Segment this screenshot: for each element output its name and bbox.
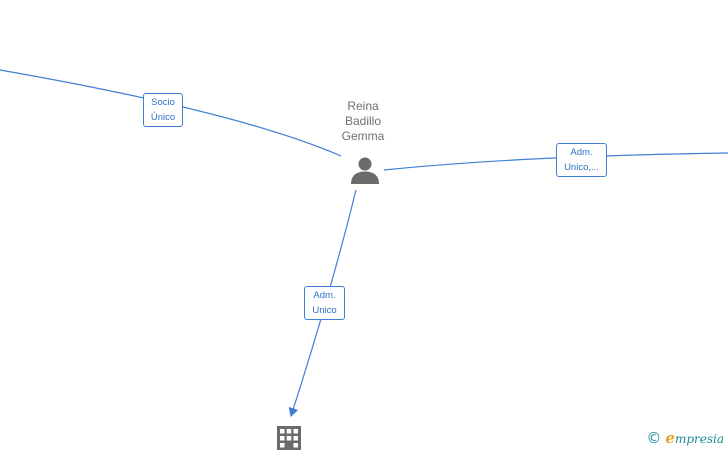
brand-logo-text: mpresia bbox=[674, 431, 724, 446]
person-icon[interactable] bbox=[350, 155, 380, 185]
edge-label-socio-unico[interactable]: Socio Único bbox=[143, 93, 183, 127]
edge-label-line: Adm. bbox=[313, 290, 336, 301]
person-name-line: Badillo bbox=[344, 114, 382, 128]
brand-watermark: © empresia bbox=[646, 429, 724, 448]
edge-label-line: Unico bbox=[312, 305, 337, 316]
building-icon[interactable] bbox=[277, 426, 301, 450]
edge-label-adm-unico-down[interactable]: Adm. Unico bbox=[304, 286, 345, 320]
edge-label-line: Único bbox=[150, 112, 176, 123]
edge-line-socio-unico bbox=[0, 69, 342, 157]
person-name[interactable]: Reina Badillo Gemma bbox=[322, 99, 404, 144]
brand-logo: empresia bbox=[665, 429, 724, 448]
copyright-icon: © bbox=[646, 429, 662, 447]
edge-line-adm-unico-right bbox=[383, 152, 728, 171]
edge-label-adm-unico-right[interactable]: Adm. Unico,... bbox=[556, 143, 607, 177]
person-name-line: Gemma bbox=[341, 129, 385, 143]
edge-label-line: Socio bbox=[151, 97, 175, 108]
edge-label-line: Unico,... bbox=[564, 162, 599, 173]
person-name-line: Reina bbox=[347, 99, 379, 113]
brand-logo-initial: e bbox=[665, 428, 675, 447]
edge-label-line: Adm. bbox=[570, 147, 593, 158]
